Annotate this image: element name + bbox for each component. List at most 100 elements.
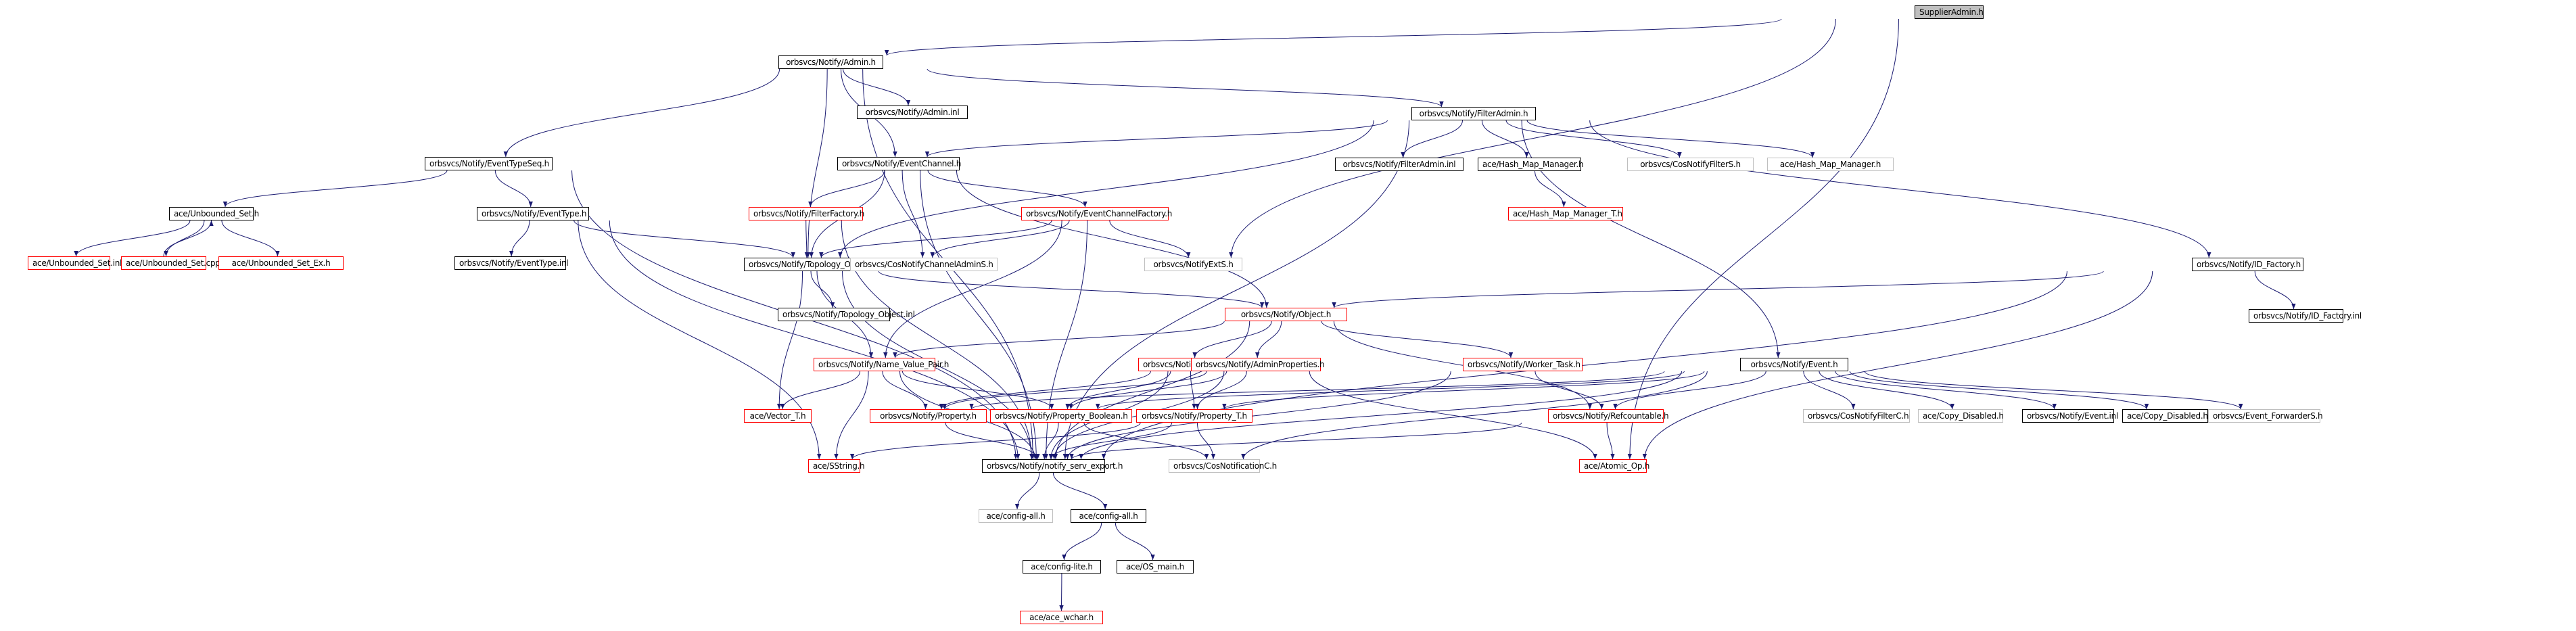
dependency-edge (939, 371, 1151, 410)
graph-node[interactable]: orbsvcs/Notify/Event.inl (2022, 409, 2118, 423)
dependency-edge (1255, 321, 1282, 358)
dependency-edge (901, 371, 1054, 410)
graph-node[interactable]: ace/Hash_Map_Manager.h (1767, 158, 1894, 171)
graph-node[interactable]: orbsvcs/CosNotificationC.h (1169, 459, 1277, 473)
dependency-edge (1401, 120, 1463, 158)
graph-node[interactable]: orbsvcs/Notify/Refcountable.h (1548, 409, 1669, 423)
dependency-edge (1062, 522, 1102, 561)
dependency-edge (930, 220, 1070, 258)
graph-node[interactable]: orbsvcs/Notify/ID_Factory.h (2192, 258, 2303, 271)
dependency-edge (1049, 422, 1173, 460)
graph-node[interactable]: orbsvcs/Notify/Admin.h (778, 55, 883, 69)
graph-node[interactable]: orbsvcs/Notify/Property.h (870, 409, 987, 423)
dependency-edge (810, 271, 835, 308)
graph-node[interactable]: orbsvcs/Notify/Event.h (1740, 358, 1848, 371)
graph-node[interactable]: ace/ace_wchar.h (1020, 611, 1103, 624)
graph-node[interactable]: ace/Unbounded_Set.h (169, 207, 259, 220)
dependency-edge (808, 170, 885, 208)
dependency-edge (838, 120, 1374, 258)
dependency-edge (942, 371, 1207, 410)
dependency-edge (901, 170, 925, 258)
dependency-edge (1195, 371, 1247, 410)
graph-node[interactable]: orbsvcs/Notify/EventType.inl (454, 256, 569, 270)
graph-node[interactable]: orbsvcs/Notify/Topology_Object.inl (778, 308, 915, 321)
graph-node[interactable]: ace/Vector_T.h (744, 409, 812, 423)
graph-node[interactable]: orbsvcs/Notify/AdminProperties.h (1191, 358, 1325, 371)
dependency-edge (969, 371, 1665, 410)
graph-node[interactable]: ace/OS_main.h (1117, 560, 1194, 574)
dependency-edge (1065, 371, 1171, 410)
dependency-edge (1229, 18, 1836, 258)
dependency-edge (1332, 271, 2104, 308)
graph-node[interactable]: orbsvcs/CosNotifyFilterS.h (1627, 158, 1754, 171)
dependency-edge (841, 220, 1034, 460)
graph-node[interactable]: ace/config-all.h (979, 509, 1053, 523)
dependency-edge (1065, 371, 1451, 460)
graph-node[interactable]: orbsvcs/Notify/Object.h (1225, 308, 1347, 321)
graph-node[interactable]: orbsvcs/Notify/FilterAdmin.h (1411, 107, 1536, 120)
graph-node[interactable]: orbsvcs/Notify/EventType.h (477, 207, 589, 220)
graph-node[interactable]: ace/Atomic_Op.h (1579, 459, 1649, 473)
graph-node[interactable]: orbsvcs/Notify/EventTypeSeq.h (425, 157, 553, 170)
graph-node[interactable]: orbsvcs/Notify/FilterAdmin.inl (1335, 158, 1463, 171)
graph-node[interactable]: ace/Unbounded_Set.inl (28, 256, 122, 270)
graph-node[interactable]: orbsvcs/Notify/Worker_Task.h (1463, 358, 1583, 371)
dependency-edge (509, 220, 530, 257)
graph-node[interactable]: orbsvcs/Notify/Name_Value_Pair.h (814, 358, 949, 371)
dependency-edge (1096, 371, 1685, 410)
graph-node[interactable]: orbsvcs/Notify/ID_Factory.inl (2249, 309, 2362, 323)
dependency-edge (1521, 120, 1781, 358)
dependency-edge (1505, 120, 1682, 158)
dependency-edge (843, 68, 911, 106)
graph-node[interactable]: orbsvcs/CosNotifyFilterC.h (1803, 409, 1910, 423)
graph-node[interactable]: ace/Copy_Disabled.h (2122, 409, 2208, 423)
dependency-edge (1535, 371, 1604, 410)
graph-node[interactable]: ace/SString.h (808, 459, 865, 473)
graph-node[interactable]: orbsvcs/Notify/Admin.inl (857, 106, 968, 119)
dependency-edge (1819, 371, 1954, 410)
dependency-edge (925, 120, 1388, 158)
dependency-edge (1849, 371, 2149, 410)
dependency-edge (776, 271, 803, 410)
dependency-edge (1190, 371, 1196, 410)
dependency-edge (1052, 472, 1108, 510)
graph-node[interactable]: orbsvcs/Notify/Property_Boolean.h (990, 409, 1132, 423)
graph-node[interactable]: orbsvcs/Notify/EventChannelFactory.h (1021, 207, 1172, 220)
graph-node[interactable]: orbsvcs/Notify/Property_T.h (1136, 409, 1252, 423)
graph-node[interactable]: ace/Unbounded_Set_Ex.h (218, 256, 344, 270)
graph-node[interactable]: orbsvcs/Notify/Topology_Object.h (744, 258, 877, 271)
dependency-edge (494, 170, 533, 208)
dependency-edge (780, 371, 861, 410)
dependency-edge (1069, 422, 1522, 460)
dependency-edge (1222, 371, 1705, 410)
dependency-edge (1642, 271, 2153, 460)
graph-node[interactable]: orbsvcs/CosNotifyChannelAdminS.h (850, 258, 998, 271)
dependency-edge (1083, 422, 1209, 460)
graph-node[interactable]: orbsvcs/Notify/EventChannel.h (837, 157, 961, 170)
graph-node[interactable]: ace/config-lite.h (1023, 560, 1101, 574)
graph-node[interactable]: SupplierAdmin.h (1915, 5, 1984, 19)
dependency-edge (164, 220, 205, 257)
dependency-edge (1627, 18, 1899, 460)
dependency-edge (1109, 220, 1191, 258)
dependency-edge (956, 170, 1269, 308)
graph-node[interactable]: ace/Copy_Disabled.h (1918, 409, 2004, 423)
graph-node[interactable]: orbsvcs/Notify/FilterFactory.h (749, 207, 864, 220)
graph-node[interactable]: ace/Hash_Map_Manager_T.h (1508, 207, 1623, 220)
dependency-edge (1333, 321, 1593, 410)
graph-node[interactable]: orbsvcs/Notify/notify_serv_export.h (982, 459, 1123, 473)
dependency-edge (1069, 371, 1227, 410)
dependency-edge (1079, 371, 1682, 460)
dependency-edge (850, 422, 1141, 460)
graph-node[interactable]: orbsvcs/Event_ForwarderS.h (2208, 409, 2323, 423)
dependency-edge (221, 220, 280, 257)
graph-node[interactable]: ace/config-all.h (1071, 509, 1146, 523)
dependency-edge (883, 220, 1062, 358)
graph-node[interactable]: orbsvcs/NotifyExtS.h (1144, 258, 1242, 271)
graph-node[interactable]: ace/Unbounded_Set.cpp (121, 256, 220, 270)
dependency-edge (609, 220, 1021, 460)
dependency-edge (503, 68, 780, 158)
graph-node[interactable]: ace/Hash_Map_Manager.h (1478, 158, 1584, 171)
dependency-edge (805, 68, 828, 258)
dependency-edge (1192, 321, 1272, 358)
